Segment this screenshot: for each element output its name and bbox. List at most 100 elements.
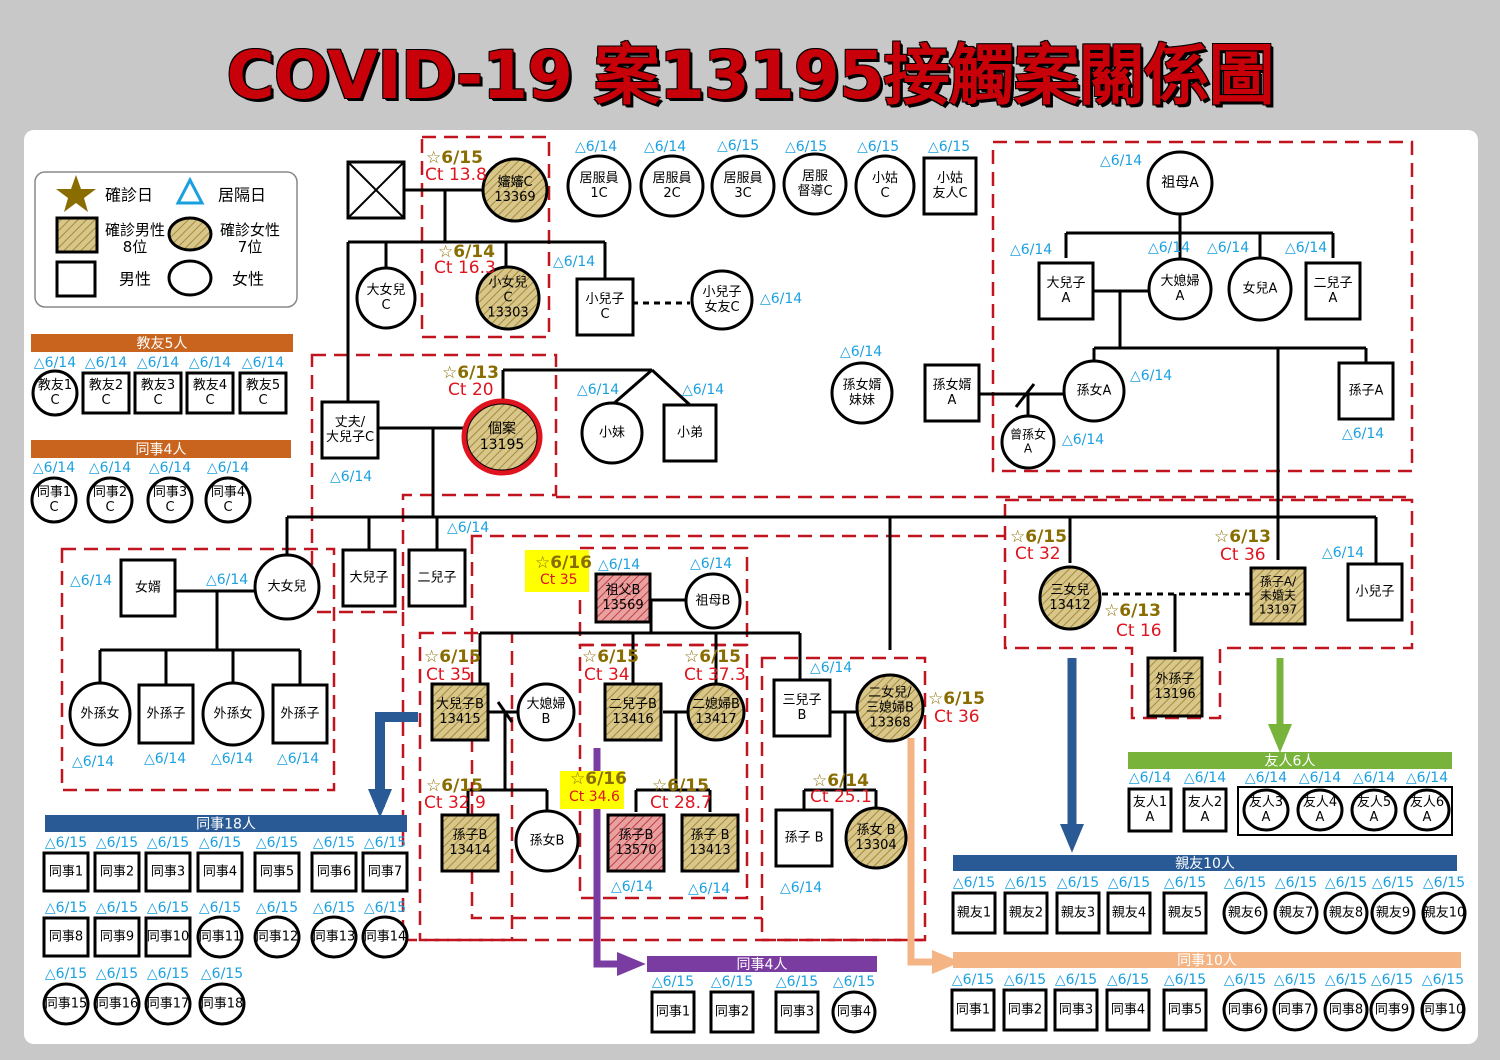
highlight-box [525, 550, 589, 592]
gdA-node [1062, 359, 1126, 423]
dau2B-label: 13368 [869, 716, 910, 731]
quarantine-date: △6/15 [201, 966, 243, 982]
ggdA-node [1000, 414, 1056, 470]
relative-6-node [1222, 891, 1268, 935]
quarantine-date: △6/14 [810, 660, 852, 676]
colleague-mid-1-node [650, 990, 696, 1034]
confirm-date: ☆6/15 [424, 647, 481, 667]
relation-line [1014, 383, 1036, 408]
gsB4-label: 孫子 B [784, 831, 823, 846]
colleague-top-4-node [204, 476, 252, 524]
quarantine-date: △6/14 [1299, 770, 1341, 786]
ggs3-label: 外孫子 [1155, 672, 1194, 687]
eldestDauC-node [355, 266, 417, 330]
aide1C-label: 1C [590, 186, 607, 201]
youngestSon-node [1346, 562, 1404, 622]
ct-value: Ct 34 [584, 665, 630, 685]
colleague10-1-label: 同事1 [956, 1003, 990, 1018]
quarantine-date: △6/15 [45, 835, 87, 851]
auntC-label: 小姑 [872, 171, 898, 186]
momC-label: 嬸嬸C [497, 174, 532, 190]
ggd2-node [201, 681, 265, 747]
youngDauC-label: C [503, 291, 512, 306]
colleague-mid-4-label: 同事4 [837, 1005, 871, 1020]
teacher-friend-1-label: C [50, 393, 59, 408]
auntFriendC-label: 小姑 [937, 171, 963, 186]
ct-value: Ct 20 [448, 380, 494, 400]
quarantine-date: △6/14 [760, 291, 802, 307]
ggs2-label: 外孫子 [280, 707, 319, 722]
dil2B-node [686, 682, 746, 742]
sonA-label: A [1062, 291, 1071, 306]
colleague10-6-node [1222, 988, 1268, 1032]
dau3-label: 13412 [1049, 598, 1090, 613]
ggd1-node [68, 681, 132, 747]
sonA-node [1037, 261, 1095, 321]
quarantine-date: △6/14 [1130, 368, 1172, 384]
colleague18-3-node [144, 851, 192, 893]
dilB-node [516, 682, 576, 742]
quarantine-date: △6/14 [1100, 153, 1142, 169]
gdHusA-label: 孫女婿 [932, 377, 971, 393]
colleague-mid-2-node [709, 990, 755, 1034]
gsB4-node [774, 808, 834, 868]
quarantine-date: △6/15 [96, 966, 138, 982]
arrow-head [1268, 724, 1292, 753]
gdB2-label: 孫女 B [856, 822, 895, 838]
confirm-date: ☆6/15 [652, 776, 709, 796]
dauA-label: 女兒A [1243, 281, 1278, 297]
group-boundary [1003, 498, 1414, 720]
quarantine-date: △6/14 [553, 254, 595, 270]
relative-2-node [1003, 891, 1049, 935]
quarantine-date: △6/14 [598, 557, 640, 573]
quarantine-date: △6/15 [1224, 972, 1266, 988]
ggd1-label: 外孫女 [80, 706, 119, 722]
secondSon-label: 二兒子 [417, 571, 456, 586]
female-icon [167, 259, 213, 297]
eldestDauC-label: 大女兒 [366, 282, 405, 298]
ggs1-node [137, 683, 195, 745]
gdHusSister-label: 孫女婿 [842, 377, 881, 393]
quarantine-date: △6/15 [928, 139, 970, 155]
colleague10-2-label: 同事2 [1008, 1003, 1042, 1018]
friend-5-label: A [1370, 810, 1379, 825]
group-bar [31, 334, 293, 352]
teacher-friend-5-node [238, 371, 288, 415]
quarantine-date: △6/14 [1062, 432, 1104, 448]
friend-1-node [1127, 787, 1173, 833]
sonB-node [430, 682, 490, 742]
brother-node [662, 403, 718, 463]
quarantine-date: △6/14 [242, 355, 284, 371]
confirm-date: ☆6/16 [535, 553, 592, 573]
colleague18-10-label: 同事10 [147, 930, 190, 945]
husband-node [320, 400, 380, 460]
colleague-top-1-node [30, 476, 78, 524]
quarantine-date: △6/15 [147, 835, 189, 851]
group-boundary [578, 643, 749, 900]
quarantine-date: △6/15 [313, 835, 355, 851]
teacher-friend-5-label: 教友5 [246, 377, 280, 393]
legend-confirmed-male: 確診男性 [105, 221, 165, 239]
gsA2-label: 未婚夫 [1260, 589, 1296, 603]
colleague10-2-node [1002, 988, 1048, 1032]
relative-9-node [1370, 891, 1416, 935]
quarantine-date: △6/15 [953, 875, 995, 891]
quarantine-date: △6/14 [1207, 240, 1249, 256]
quarantine-date: △6/15 [256, 900, 298, 916]
quarantine-date: △6/14 [1285, 240, 1327, 256]
dau3-node [1038, 565, 1102, 631]
group-title: 同事4人 [737, 957, 788, 973]
colleague18-18-label: 同事18 [201, 997, 244, 1012]
quarantine-date: △6/14 [611, 879, 653, 895]
triangle-icon [175, 176, 205, 205]
gdHusA-label: A [948, 393, 957, 408]
legend-male: 男性 [119, 270, 151, 289]
quarantine-date: △6/15 [776, 974, 818, 990]
group-boundary [991, 140, 1414, 473]
aide1C-label: 居服員 [579, 171, 618, 186]
gsA-label: 孫子A [1349, 384, 1384, 399]
gmA-label: 祖母A [1161, 175, 1199, 191]
aide1C-node [566, 154, 632, 218]
relative-4-label: 親友4 [1112, 905, 1146, 921]
